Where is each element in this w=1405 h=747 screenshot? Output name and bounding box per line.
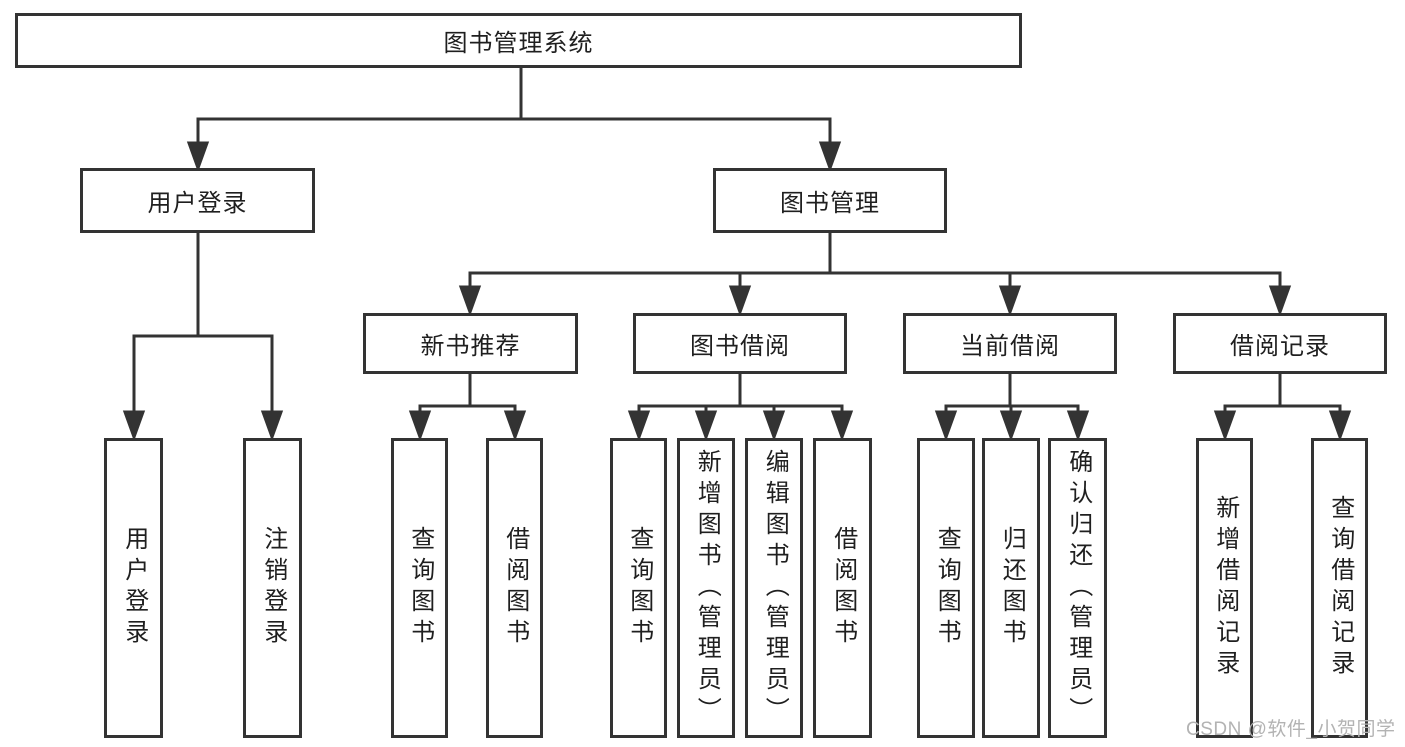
- node-root-label: 图书管理系统: [443, 30, 594, 57]
- connector-book-borrow-to-leaves: [627, 374, 854, 442]
- arrowhead: [186, 141, 210, 173]
- node-book-borrow: 图书借阅: [633, 313, 847, 374]
- csdn-watermark: CSDN @软件_小贺同学: [1186, 719, 1396, 740]
- arrowhead: [408, 410, 432, 442]
- node-leaf-borrow-books: 借阅图书: [813, 438, 872, 738]
- arrowhead: [1328, 410, 1352, 442]
- node-book-management-label: 图书管理: [780, 190, 880, 217]
- arrowhead: [830, 410, 854, 442]
- arrowhead: [934, 410, 958, 442]
- node-leaf-confirm-return-admin: 确认归还（管理员）: [1048, 438, 1107, 738]
- arrowhead: [122, 410, 146, 442]
- connector-root-to-level2: [186, 67, 842, 173]
- node-leaf-query-books-borrow: 查询图书: [610, 438, 667, 738]
- node-borrow-records-label: 借阅记录: [1230, 333, 1330, 360]
- arrowhead: [260, 410, 284, 442]
- connector-user-login-to-leaves: [122, 233, 284, 442]
- arrowhead: [1268, 285, 1292, 317]
- arrowhead: [1066, 410, 1090, 442]
- connector-current-borrow-to-leaves: [934, 374, 1090, 442]
- node-leaf-query-books-current: 查询图书: [917, 438, 975, 738]
- node-leaf-query-borrow-record: 查询借阅记录: [1311, 438, 1368, 738]
- node-leaf-logout: 注销登录: [243, 438, 302, 738]
- node-new-book-recommend: 新书推荐: [363, 313, 578, 374]
- arrowhead: [458, 285, 482, 317]
- arrowhead: [999, 410, 1023, 442]
- node-book-management: 图书管理: [713, 168, 947, 233]
- node-user-login: 用户登录: [80, 168, 315, 233]
- node-current-borrow-label: 当前借阅: [960, 333, 1060, 360]
- node-book-borrow-label: 图书借阅: [690, 333, 790, 360]
- node-root: 图书管理系统: [15, 13, 1022, 68]
- arrowhead: [627, 410, 651, 442]
- node-leaf-query-books-recommend: 查询图书: [391, 438, 448, 738]
- arrowhead: [728, 285, 752, 317]
- node-new-book-recommend-label: 新书推荐: [420, 333, 521, 360]
- connector-borrow-records-to-leaves: [1213, 374, 1352, 442]
- node-current-borrow: 当前借阅: [903, 313, 1117, 374]
- arrowhead: [762, 410, 786, 442]
- arrowhead: [503, 410, 527, 442]
- node-borrow-records: 借阅记录: [1173, 313, 1387, 374]
- node-leaf-user-login: 用户登录: [104, 438, 163, 738]
- node-leaf-borrow-books-recommend: 借阅图书: [486, 438, 543, 738]
- node-leaf-add-borrow-record: 新增借阅记录: [1196, 438, 1253, 738]
- connector-new-books-to-leaves: [408, 374, 527, 442]
- node-leaf-edit-books-admin: 编辑图书（管理员）: [745, 438, 803, 738]
- node-user-login-label: 用户登录: [147, 190, 248, 217]
- arrowhead: [694, 410, 718, 442]
- node-leaf-return-books: 归还图书: [982, 438, 1040, 738]
- arrowhead: [1213, 410, 1237, 442]
- connector-book-mgmt-to-level3: [458, 233, 1292, 317]
- node-leaf-add-books-admin: 新增图书（管理员）: [677, 438, 735, 738]
- arrowhead: [818, 141, 842, 173]
- arrowhead: [998, 285, 1022, 317]
